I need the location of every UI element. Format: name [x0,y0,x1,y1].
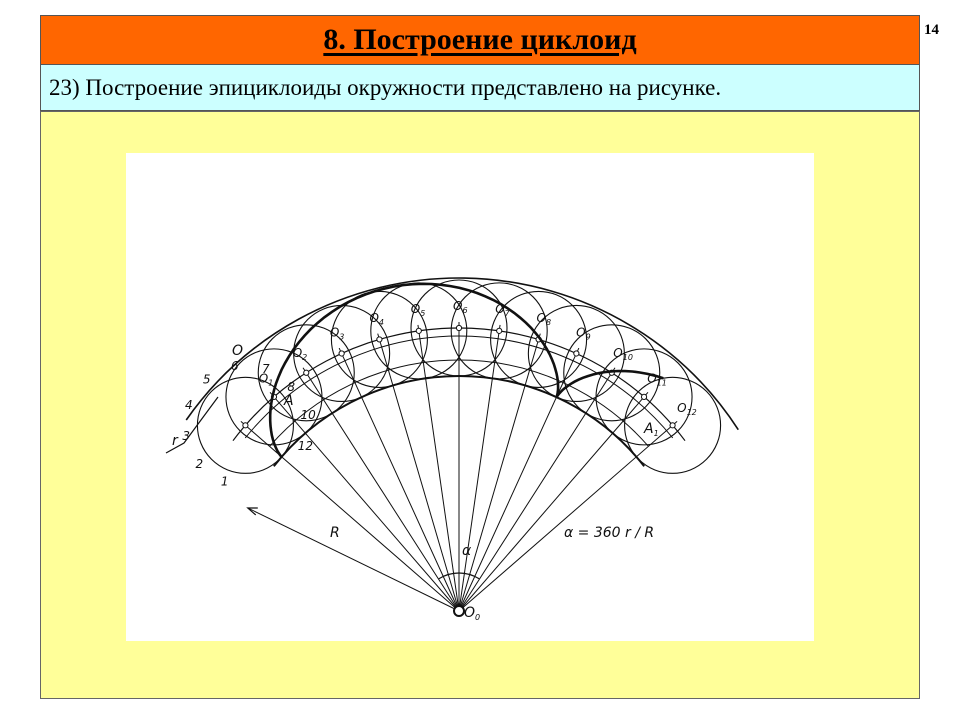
epicycloid-curve [268,282,664,458]
circle-center-dot [303,369,310,376]
radial-line [377,333,460,612]
circle-center-label: O7 [495,302,510,318]
division-number-label: 3 [182,429,190,443]
radial-line [458,392,649,612]
rolling-circle [624,376,722,474]
circle-center-label: O1 [259,371,274,387]
circle-center-label: O4 [369,311,384,327]
circle-center-label: O6 [453,299,468,315]
radius-dimension-line [247,507,460,612]
rolling-circle [330,290,428,388]
division-number-label: 5 [203,372,211,386]
division-number-label: 2 [195,457,203,471]
circle-center-label: O10 [613,346,633,362]
rolling-circle [595,348,693,446]
circle-center-dot [338,350,345,357]
division-number-label: 4 [185,398,193,412]
radial-line [417,324,460,612]
circle-center-label: O12 [677,401,697,417]
radial-line [458,421,678,612]
division-number-label: 10 [301,408,317,422]
division-number-label: 12 [298,439,313,453]
figure-labels: O0 R r A A1 O α α = 360 r / R O1 O2 O3 O4 O5… [172,299,697,622]
circle-center-dot [415,327,422,334]
circle-center-dot [242,422,249,429]
circle-center-dot [496,327,503,334]
circle-center-dot [573,350,580,357]
small-radius-leader [165,396,219,454]
rolling-circle [257,324,355,422]
small-radius-label: r [172,433,179,449]
rolling-circle [450,282,548,380]
rolling-circle [563,324,661,422]
division-number-label: 6 [231,359,239,373]
slide-subtitle: 23) Построение эпициклоиды окружности пр… [49,74,722,100]
slide-title: 8. Построение циклоид [323,23,637,56]
division-number-label: 8 [287,380,295,394]
epicycloid-figure: O0 R r A A1 O α α = 360 r / R O1 O2 O3 O4 O5… [126,153,814,641]
circle-center-label: O9 [576,326,591,342]
rolling-circle [410,279,508,377]
radial-line [269,392,460,612]
radial-line [458,367,616,612]
end-point-label: A1 [643,421,659,438]
rolling-circle [490,290,588,388]
figure-geometry [165,277,739,617]
division-number-label: 1 [221,475,229,489]
radius-arrow [246,507,258,516]
radial-line [458,324,501,612]
title-bar: 8. Построение циклоид [40,15,920,65]
circle-center-dot [376,336,383,343]
circle-center-dot [640,393,648,400]
radius-label: R [330,525,340,541]
circle-center-label: O3 [330,326,345,342]
circle-center-label: O11 [647,371,667,387]
radial-line [240,421,460,612]
radial-line [458,347,580,612]
circle-center-dot [669,422,676,429]
angle-arc [438,572,480,580]
outer-envelope-arc [185,277,739,431]
formula-label: α = 360 r / R [564,525,654,541]
circle-center-label: O5 [411,302,426,318]
start-point-label: A [283,393,294,409]
circle-center-label: O8 [537,311,552,327]
circle-center-dot [455,324,463,332]
center-label: O0 [464,605,480,622]
radial-line [458,333,541,612]
slide-number: 14 [924,22,939,38]
subtitle-bar: 23) Построение эпициклоиды окружности пр… [40,65,920,111]
radial-line [302,367,460,612]
generating-center-label: O [232,343,243,359]
circle-center-label: O2 [293,346,308,362]
radial-line [338,347,460,612]
division-number-label: 7 [262,362,270,376]
center-point [453,605,465,617]
angle-label: α [462,543,472,559]
